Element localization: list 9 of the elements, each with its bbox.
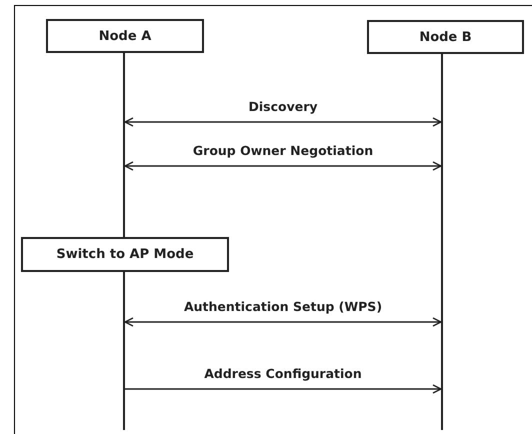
message-arrow: [124, 117, 442, 127]
message-arrow: [124, 317, 442, 327]
activity-box: Switch to AP Mode: [21, 237, 229, 272]
participant-box: Node B: [367, 20, 524, 54]
message-arrow: [125, 384, 442, 394]
message-arrow: [124, 161, 442, 171]
edge-label: Group Owner Negotiation: [190, 143, 376, 158]
participant-box: Node A: [46, 19, 204, 53]
edge-label: Address Configuration: [202, 366, 364, 381]
